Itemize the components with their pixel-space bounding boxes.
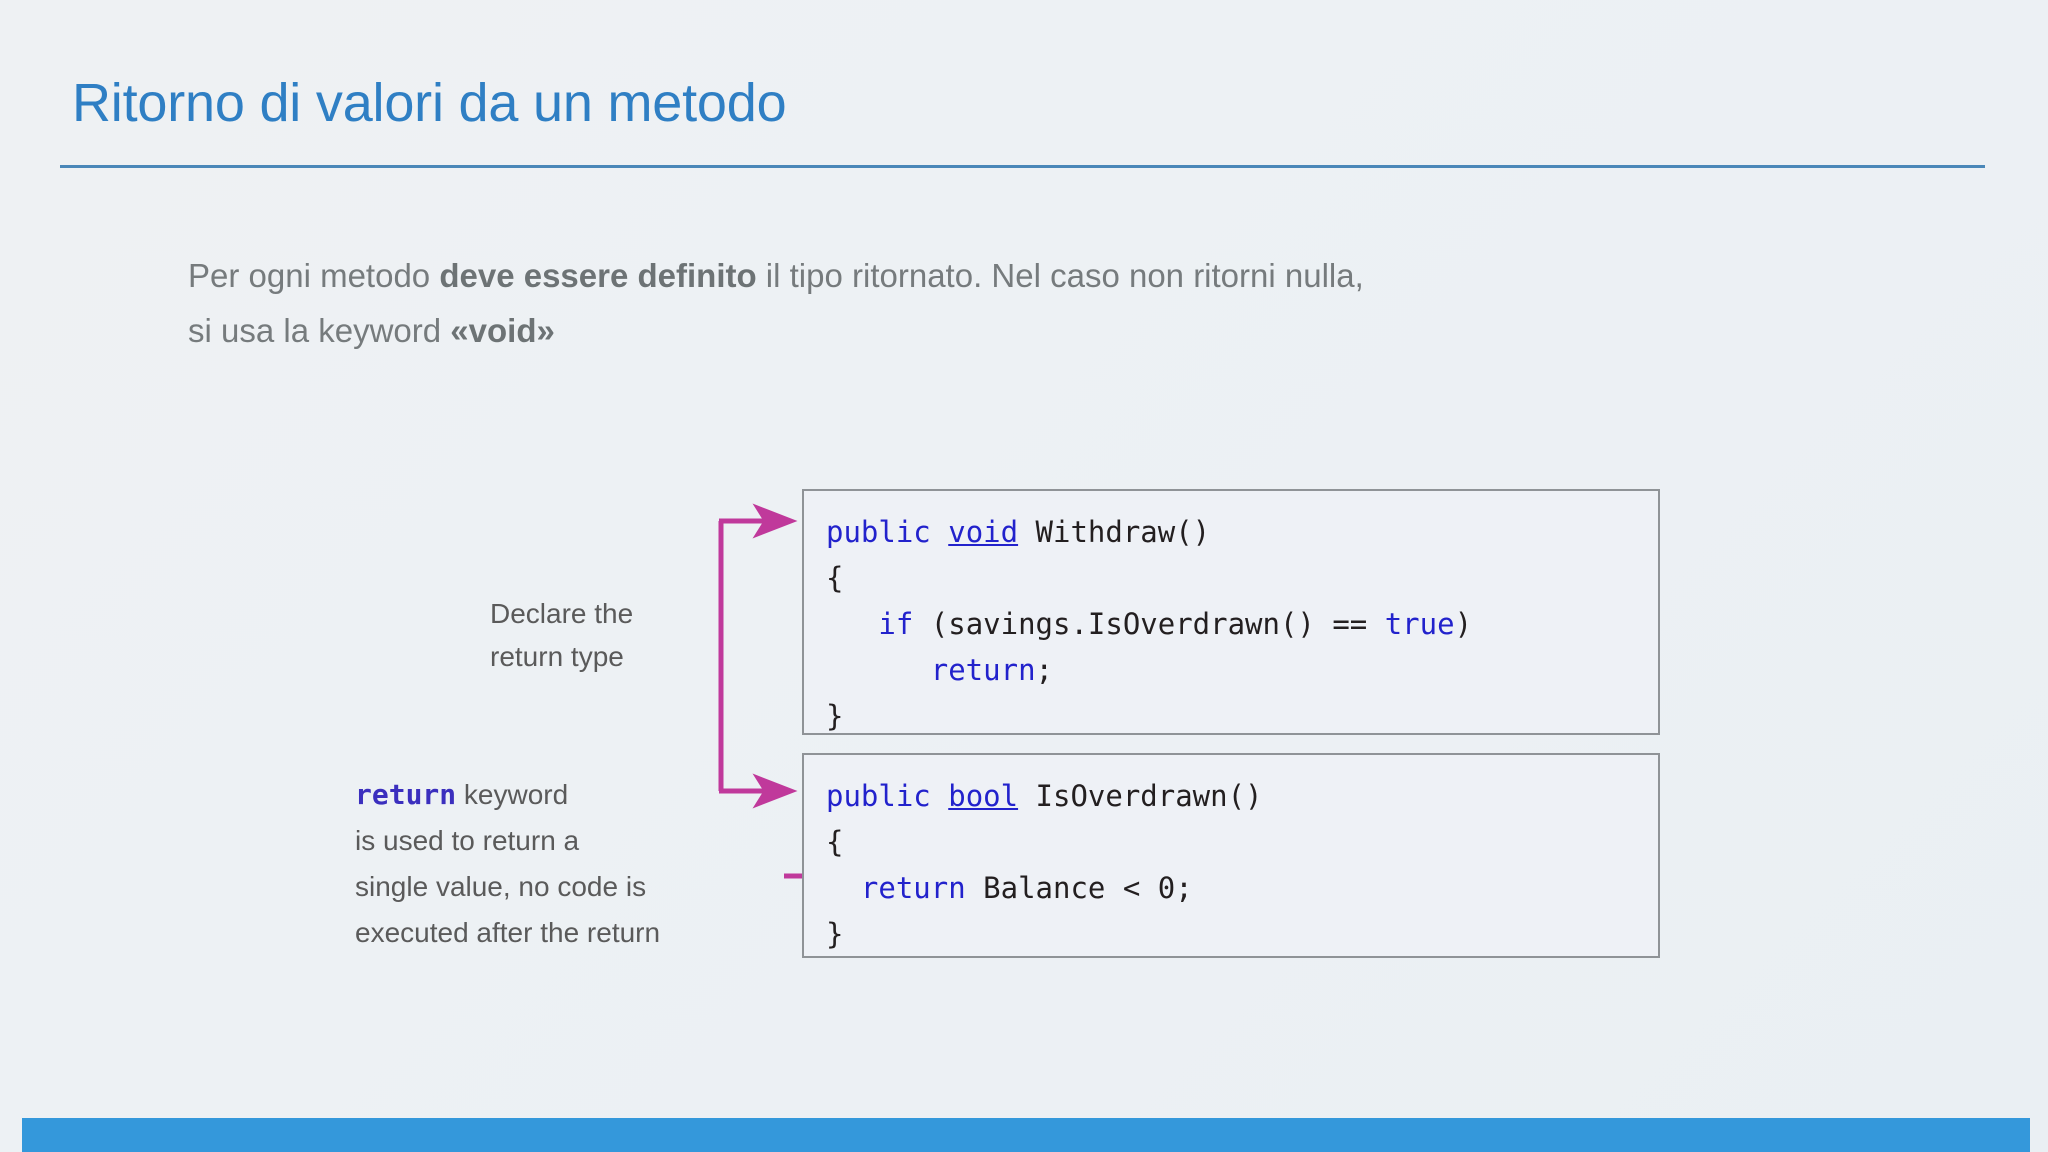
code-token: } (826, 699, 844, 733)
body-line1-part1: Per ogni metodo (188, 257, 440, 294)
footer-bar (22, 1118, 2030, 1152)
code-block-withdraw: public void Withdraw() { if (savings.IsO… (802, 489, 1660, 735)
code-token (931, 515, 948, 549)
annotation-return-line4: executed after the return (355, 917, 661, 948)
code-token: true (1384, 607, 1455, 641)
body-line2-part1: si usa la keyword (188, 312, 451, 349)
annotation-return-line1: return keyword (355, 772, 775, 818)
code-token: ) (1454, 607, 1473, 641)
code-token: return (860, 871, 966, 905)
code-token: Balance < 0; (965, 871, 1193, 905)
code-token (826, 871, 861, 905)
code-block-isoverdrawn: public bool IsOverdrawn() { return Balan… (802, 753, 1660, 958)
code-token: bool (948, 779, 1019, 813)
code-token: ; (1035, 653, 1053, 687)
body-paragraph: Per ogni metodo deve essere definito il … (188, 248, 1828, 358)
annotation-declare-line2: return type (490, 641, 624, 672)
code-token (826, 607, 878, 641)
annotation-return-line1-rest: keyword (456, 779, 569, 810)
code-token: public (826, 515, 931, 549)
code-token: public (826, 779, 931, 813)
annotation-return-keyword-token: return (355, 778, 457, 811)
code-token: IsOverdrawn() (1035, 779, 1263, 813)
title-divider (60, 165, 1985, 168)
code-token: { (826, 825, 844, 859)
code-token: void (948, 515, 1019, 549)
annotation-declare-line1: Declare the (490, 598, 634, 629)
code-token: { (826, 561, 844, 595)
code-token (826, 653, 931, 687)
code-token (931, 779, 948, 813)
annotation-return-keyword: return keyword is used to return a singl… (355, 772, 775, 956)
body-line1-part2: il tipo ritornato. Nel caso non ritorni … (756, 257, 1364, 294)
annotation-return-line2: is used to return a (355, 825, 580, 856)
body-line2-bold: «void» (450, 312, 555, 349)
page-title: Ritorno di valori da un metodo (72, 73, 787, 133)
code-token: (savings.IsOverdrawn() == (913, 607, 1385, 641)
code-token (1018, 515, 1035, 549)
code-token (1018, 779, 1035, 813)
code-token: Withdraw() (1035, 515, 1211, 549)
code-token: if (878, 607, 914, 641)
body-line1-bold: deve essere definito (439, 257, 757, 294)
annotation-declare-return-type: Declare the return type (490, 592, 710, 678)
code-token: return (930, 653, 1036, 687)
annotation-return-line3: single value, no code is (355, 871, 647, 902)
code-token: } (826, 917, 844, 951)
